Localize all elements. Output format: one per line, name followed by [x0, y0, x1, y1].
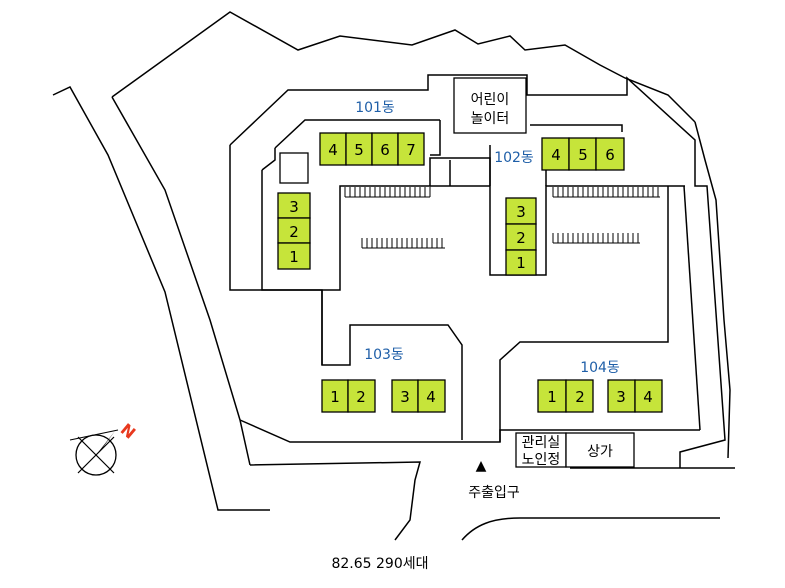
unit-103-2 — [347, 379, 376, 413]
main-entrance: ▲ 주출입구 — [468, 458, 520, 501]
unit-102-1 — [505, 249, 537, 276]
building-label-104: 104동 — [580, 360, 620, 376]
entrance-marker-icon: ▲ — [476, 458, 487, 474]
unit-label: 6 — [380, 141, 390, 159]
unit-label: 2 — [289, 223, 299, 241]
playground-label-1: 어린이 — [471, 92, 510, 108]
unit-label: 3 — [616, 388, 626, 406]
unit-101-3 — [277, 192, 311, 219]
unit-label: 4 — [426, 388, 436, 406]
unit-102-6 — [595, 137, 625, 171]
unit-103-4 — [417, 379, 446, 413]
unit-label: 3 — [400, 388, 410, 406]
building-101: 3 2 1 4 5 6 7 101동 — [277, 100, 425, 270]
building-label-102: 102동 — [494, 150, 534, 166]
building-label-101: 101동 — [355, 100, 395, 116]
unit-label: 4 — [551, 146, 561, 164]
site-boundary — [52, 11, 735, 541]
unit-label: 1 — [516, 254, 526, 272]
unit-101-7 — [397, 132, 425, 166]
unit-label: 7 — [406, 141, 416, 159]
unit-104-2 — [565, 379, 594, 413]
building-104: 1 2 3 4 104동 — [537, 360, 663, 413]
north-letter: N — [117, 420, 139, 443]
unit-label: 1 — [547, 388, 557, 406]
unit-102-2 — [505, 223, 537, 251]
unit-label: 4 — [643, 388, 653, 406]
unit-label: 2 — [356, 388, 366, 406]
unit-label: 5 — [354, 141, 364, 159]
unit-label: 3 — [289, 198, 299, 216]
unit-101-5 — [345, 132, 373, 166]
unit-label: 6 — [605, 146, 615, 164]
entrance-label: 주출입구 — [468, 485, 520, 501]
unit-102-3 — [505, 197, 537, 225]
complex-outline — [229, 74, 726, 468]
office-label: 관리실 — [522, 435, 561, 451]
storage-box — [279, 152, 309, 184]
unit-label: 1 — [330, 388, 340, 406]
unit-label: 4 — [328, 141, 338, 159]
unit-101-1 — [277, 242, 311, 270]
senior-center-label: 노인정 — [522, 452, 561, 468]
unit-label: 2 — [575, 388, 585, 406]
unit-101-6 — [371, 132, 399, 166]
unit-label: 5 — [578, 146, 588, 164]
unit-102-5 — [568, 137, 597, 171]
unit-102-4 — [541, 137, 570, 171]
building-102: 3 2 1 4 5 6 102동 — [494, 137, 625, 276]
playground-label-2: 놀이터 — [471, 111, 510, 127]
unit-label: 2 — [516, 229, 526, 247]
shop-label: 상가 — [587, 444, 613, 460]
building-103: 1 2 3 4 103동 — [321, 347, 446, 413]
unit-label: 3 — [516, 203, 526, 221]
building-label-103: 103동 — [364, 347, 404, 363]
amenity-building: 관리실 노인정 상가 — [515, 432, 635, 468]
unit-label: 1 — [289, 248, 299, 266]
playground: 어린이 놀이터 — [453, 77, 527, 134]
unit-104-4 — [634, 379, 663, 413]
map-caption: 82.65 290세대 — [331, 556, 428, 572]
compass-icon: N — [69, 420, 139, 476]
parking-stalls — [344, 187, 660, 249]
